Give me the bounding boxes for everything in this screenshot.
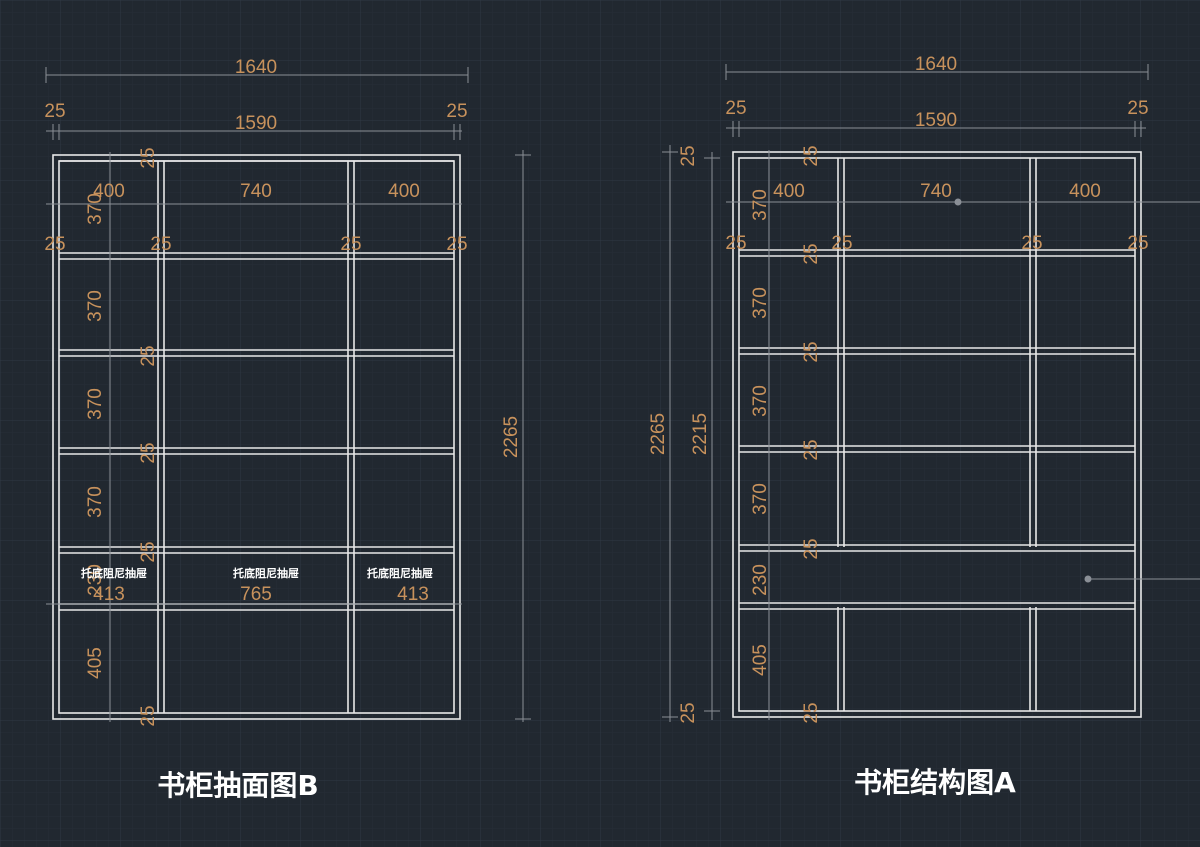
cabinet-frame-a xyxy=(732,151,1142,718)
bookcase-structure-view-a: 1640 1590 25 25 400 740 400 25 25 25 25 … xyxy=(648,54,1200,799)
dimension-text-b: 1640 1590 25 25 400 740 400 25 25 25 25 … xyxy=(44,57,522,727)
row-height-b-5: 230 xyxy=(85,564,106,596)
row-board-a-4: 25 xyxy=(801,439,822,460)
row-height-b-6: 405 xyxy=(85,647,106,679)
col-width-a-1: 400 xyxy=(773,181,805,202)
overall-width-b: 1640 xyxy=(235,57,277,78)
dimension-lines-b xyxy=(45,67,531,722)
inner-width-b: 1590 xyxy=(235,113,277,134)
drawer-label-b-2: 托底阻尼抽屉 xyxy=(233,566,299,580)
inner-width-a: 1590 xyxy=(915,110,957,131)
side-right-a: 25 xyxy=(1127,98,1148,119)
row-height-b-4: 370 xyxy=(85,486,106,518)
side-right-b: 25 xyxy=(446,101,467,122)
drawer-label-b-3: 托底阻尼抽屉 xyxy=(367,566,433,580)
leader-dot-a-2 xyxy=(1084,575,1092,583)
dimension-text-a: 1640 1590 25 25 400 740 400 25 25 25 25 … xyxy=(648,54,1149,724)
board-mark-a-4: 25 xyxy=(1127,233,1148,254)
row-board-b-4: 25 xyxy=(138,541,159,562)
row-board-b-5: 25 xyxy=(138,705,159,726)
col-width-b-3: 400 xyxy=(388,181,420,202)
row-height-a-1: 370 xyxy=(750,189,771,221)
row-height-a-5: 230 xyxy=(750,564,771,596)
row-height-a-2: 370 xyxy=(750,287,771,319)
overall-height-b: 2265 xyxy=(501,416,522,458)
cabinet-frame-b xyxy=(52,154,461,720)
board-mark-b-2: 25 xyxy=(150,234,171,255)
drawing-title-b: 书柜抽面图B xyxy=(157,769,318,802)
row-board-a-5: 25 xyxy=(801,538,822,559)
col-width-a-3: 400 xyxy=(1069,181,1101,202)
row-board-b-3: 25 xyxy=(138,442,159,463)
col-width-a-2: 740 xyxy=(920,181,952,202)
drawer-width-b-3: 413 xyxy=(397,584,429,605)
top-board-a: 25 xyxy=(678,145,699,166)
row-height-a-4: 370 xyxy=(750,483,771,515)
side-left-a: 25 xyxy=(725,98,746,119)
row-board-a-1: 25 xyxy=(801,145,822,166)
overall-height-a: 2265 xyxy=(648,413,669,455)
row-height-b-2: 370 xyxy=(85,290,106,322)
row-board-b-2: 25 xyxy=(138,345,159,366)
row-board-a-3: 25 xyxy=(801,341,822,362)
row-height-a-3: 370 xyxy=(750,385,771,417)
bottom-board-a: 25 xyxy=(678,702,699,723)
inner-height-a: 2215 xyxy=(690,413,711,455)
col-width-b-2: 740 xyxy=(240,181,272,202)
board-mark-b-4: 25 xyxy=(446,234,467,255)
row-height-b-3: 370 xyxy=(85,388,106,420)
col-width-b-1: 400 xyxy=(93,181,125,202)
row-board-a-2: 25 xyxy=(801,243,822,264)
board-mark-b-1: 25 xyxy=(44,234,65,255)
row-height-a-6: 405 xyxy=(750,644,771,676)
row-board-a-6: 25 xyxy=(801,702,822,723)
drawer-width-b-2: 765 xyxy=(240,584,272,605)
dimension-lines-a xyxy=(662,64,1200,722)
drawer-width-b-1: 413 xyxy=(93,584,125,605)
board-mark-b-3: 25 xyxy=(340,234,361,255)
board-mark-a-1: 25 xyxy=(725,233,746,254)
bookcase-drawer-view-b: 1640 1590 25 25 400 740 400 25 25 25 25 … xyxy=(44,57,531,802)
leader-dot-a-1 xyxy=(954,198,962,206)
drawing-title-a: 书柜结构图A xyxy=(854,766,1016,799)
board-mark-a-2: 25 xyxy=(831,233,852,254)
row-height-b-1: 370 xyxy=(85,193,106,225)
board-mark-a-3: 25 xyxy=(1021,233,1042,254)
side-left-b: 25 xyxy=(44,101,65,122)
overall-width-a: 1640 xyxy=(915,54,957,75)
row-board-b-1: 25 xyxy=(138,147,159,168)
drawer-label-b-1: 托底阻尼抽屉 xyxy=(81,566,147,580)
